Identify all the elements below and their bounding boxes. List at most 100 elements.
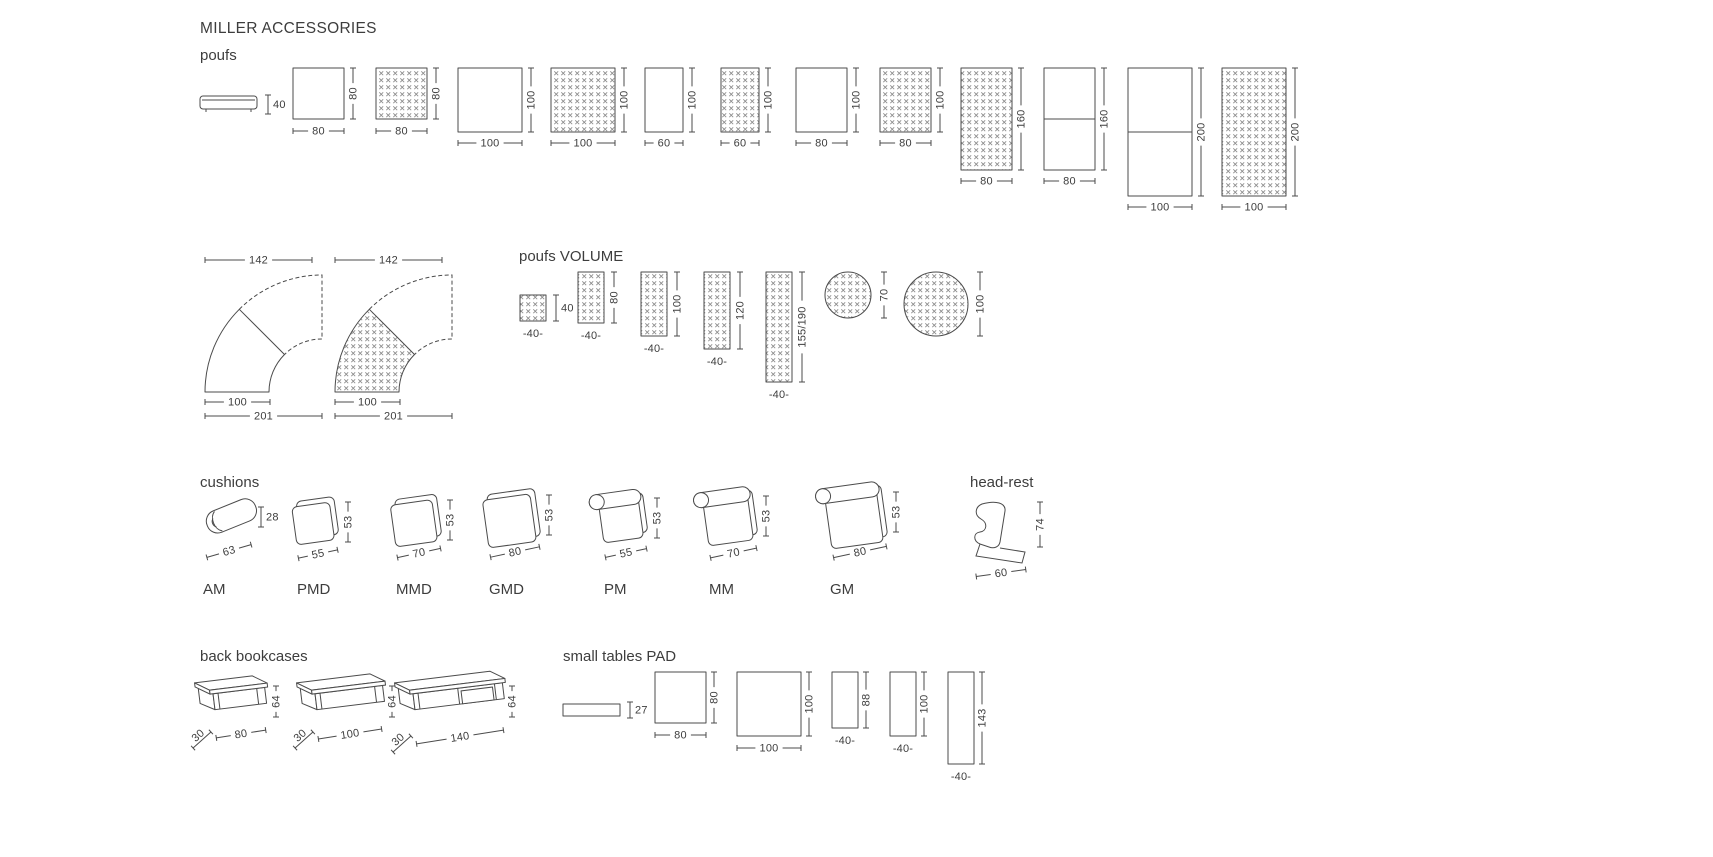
dim-width: 140 bbox=[415, 727, 505, 747]
top-slab-edge bbox=[209, 682, 269, 695]
dim-height: 53 bbox=[544, 494, 556, 536]
cushion-code-mmd: MMD bbox=[396, 581, 432, 598]
plan-outline bbox=[654, 671, 707, 724]
pouf-plan-100x200-upholstered bbox=[1221, 67, 1287, 197]
dim-value: 53 bbox=[891, 506, 903, 519]
pouf-plan-80x80-upholstered bbox=[375, 67, 428, 120]
pouf-plan-100x100-upholstered bbox=[550, 67, 616, 133]
dim-line bbox=[605, 554, 616, 558]
cushion-group bbox=[588, 488, 648, 543]
plan-outline bbox=[960, 67, 1013, 171]
plan-outline bbox=[903, 271, 969, 337]
dim-value: 100 bbox=[763, 91, 775, 110]
small-table-40x100 bbox=[889, 671, 917, 737]
dim-line bbox=[216, 735, 231, 739]
headrest-panel bbox=[974, 501, 1006, 549]
dim-value: 100 bbox=[804, 695, 816, 714]
pouf-body bbox=[199, 95, 258, 110]
dim-value: 142 bbox=[379, 255, 398, 267]
plan-outline bbox=[879, 67, 932, 133]
dim-width: 70 bbox=[709, 545, 758, 561]
dim-value: 140 bbox=[450, 730, 471, 745]
dim-value: 60 bbox=[734, 138, 747, 150]
small-table-40x88 bbox=[831, 671, 859, 729]
dim-value: 80 bbox=[348, 87, 360, 100]
dim-value: 55 bbox=[311, 547, 326, 561]
pouf-volume-round-70 bbox=[824, 271, 872, 319]
dim-value: 60 bbox=[658, 138, 671, 150]
dim-value: 100 bbox=[919, 695, 931, 714]
plan-outline bbox=[457, 67, 523, 133]
dim-height: 160 bbox=[1016, 67, 1028, 171]
dim-label: -40- bbox=[835, 735, 855, 747]
dim-width: 30 bbox=[292, 727, 316, 751]
section-label-back-bookcases: back bookcases bbox=[200, 648, 308, 665]
dim-value: 80 bbox=[674, 730, 687, 742]
dim-value: -40- bbox=[769, 389, 789, 401]
pouf-volume-40x40 bbox=[519, 294, 547, 322]
dim-value: 70 bbox=[879, 289, 891, 302]
dim-value: 53 bbox=[445, 514, 457, 527]
dim-height: 53 bbox=[343, 501, 355, 543]
dim-value: -40- bbox=[893, 743, 913, 755]
top-slab-edge bbox=[311, 680, 386, 695]
dim-width: 201 bbox=[204, 411, 323, 423]
dim-width: 100 bbox=[334, 397, 401, 409]
dim-width: 80 bbox=[960, 176, 1013, 188]
page-title: MILLER ACCESSORIES bbox=[200, 20, 377, 37]
pouf-volume-40x100 bbox=[640, 271, 668, 337]
cushion-code-am: AM bbox=[203, 581, 226, 598]
dim-value: 80 bbox=[312, 126, 325, 138]
dim-label: -40- bbox=[951, 771, 971, 783]
dim-line bbox=[328, 549, 338, 553]
dim-width: 80 bbox=[654, 730, 707, 742]
dim-value: 100 bbox=[228, 397, 247, 409]
dim-value: 80 bbox=[1063, 176, 1076, 188]
dim-value: 30 bbox=[390, 731, 407, 748]
dim-line bbox=[429, 547, 441, 552]
dim-value: 201 bbox=[254, 411, 273, 423]
dim-height: 70 bbox=[879, 271, 891, 319]
pouf-volume-40x80 bbox=[577, 271, 605, 324]
dim-value: 120 bbox=[735, 301, 747, 320]
dim-value: 27 bbox=[635, 705, 648, 717]
dim-height: 100 bbox=[526, 67, 538, 133]
pouf-plan-60x100-upholstered bbox=[720, 67, 760, 133]
dim-value: 63 bbox=[221, 544, 236, 559]
dim-line bbox=[636, 548, 647, 552]
bolster-group bbox=[205, 498, 258, 534]
dim-value: 80 bbox=[234, 728, 248, 742]
plan-outline bbox=[519, 294, 547, 322]
dim-height: 100 bbox=[763, 67, 775, 133]
dim-height: 100 bbox=[687, 67, 699, 133]
dim-value: 100 bbox=[358, 397, 377, 409]
dim-height: 80 bbox=[348, 67, 360, 120]
dim-height: 53 bbox=[445, 499, 457, 541]
cushion-group bbox=[390, 494, 442, 547]
plan-outline bbox=[947, 671, 975, 765]
dim-value: 100 bbox=[1151, 202, 1170, 214]
dim-width: 100 bbox=[457, 138, 523, 150]
plan-outline bbox=[562, 703, 621, 717]
plan-outline bbox=[375, 67, 428, 120]
dim-line bbox=[238, 544, 252, 549]
dim-height: 100 bbox=[919, 671, 931, 737]
dim-value: 53 bbox=[761, 510, 773, 523]
dim-value: 100 bbox=[687, 91, 699, 110]
dim-value: 200 bbox=[1290, 123, 1302, 142]
dim-width: 30 bbox=[390, 731, 414, 755]
bolster-body bbox=[205, 498, 258, 534]
pouf-plan-100x100 bbox=[457, 67, 523, 133]
dim-height: 53 bbox=[891, 491, 903, 533]
pouf-plan-80x80 bbox=[292, 67, 345, 120]
dim-height: 143 bbox=[977, 671, 989, 765]
dim-value: 80 bbox=[853, 545, 868, 559]
dim-line bbox=[833, 553, 850, 559]
dim-height: 160 bbox=[1099, 67, 1111, 171]
dim-width: 80 bbox=[879, 138, 932, 150]
dim-value: 100 bbox=[340, 727, 361, 742]
dim-value: 53 bbox=[652, 512, 664, 525]
dim-value: 160 bbox=[1099, 110, 1111, 129]
plan-outline bbox=[736, 671, 802, 737]
dim-height: 120 bbox=[735, 271, 747, 350]
